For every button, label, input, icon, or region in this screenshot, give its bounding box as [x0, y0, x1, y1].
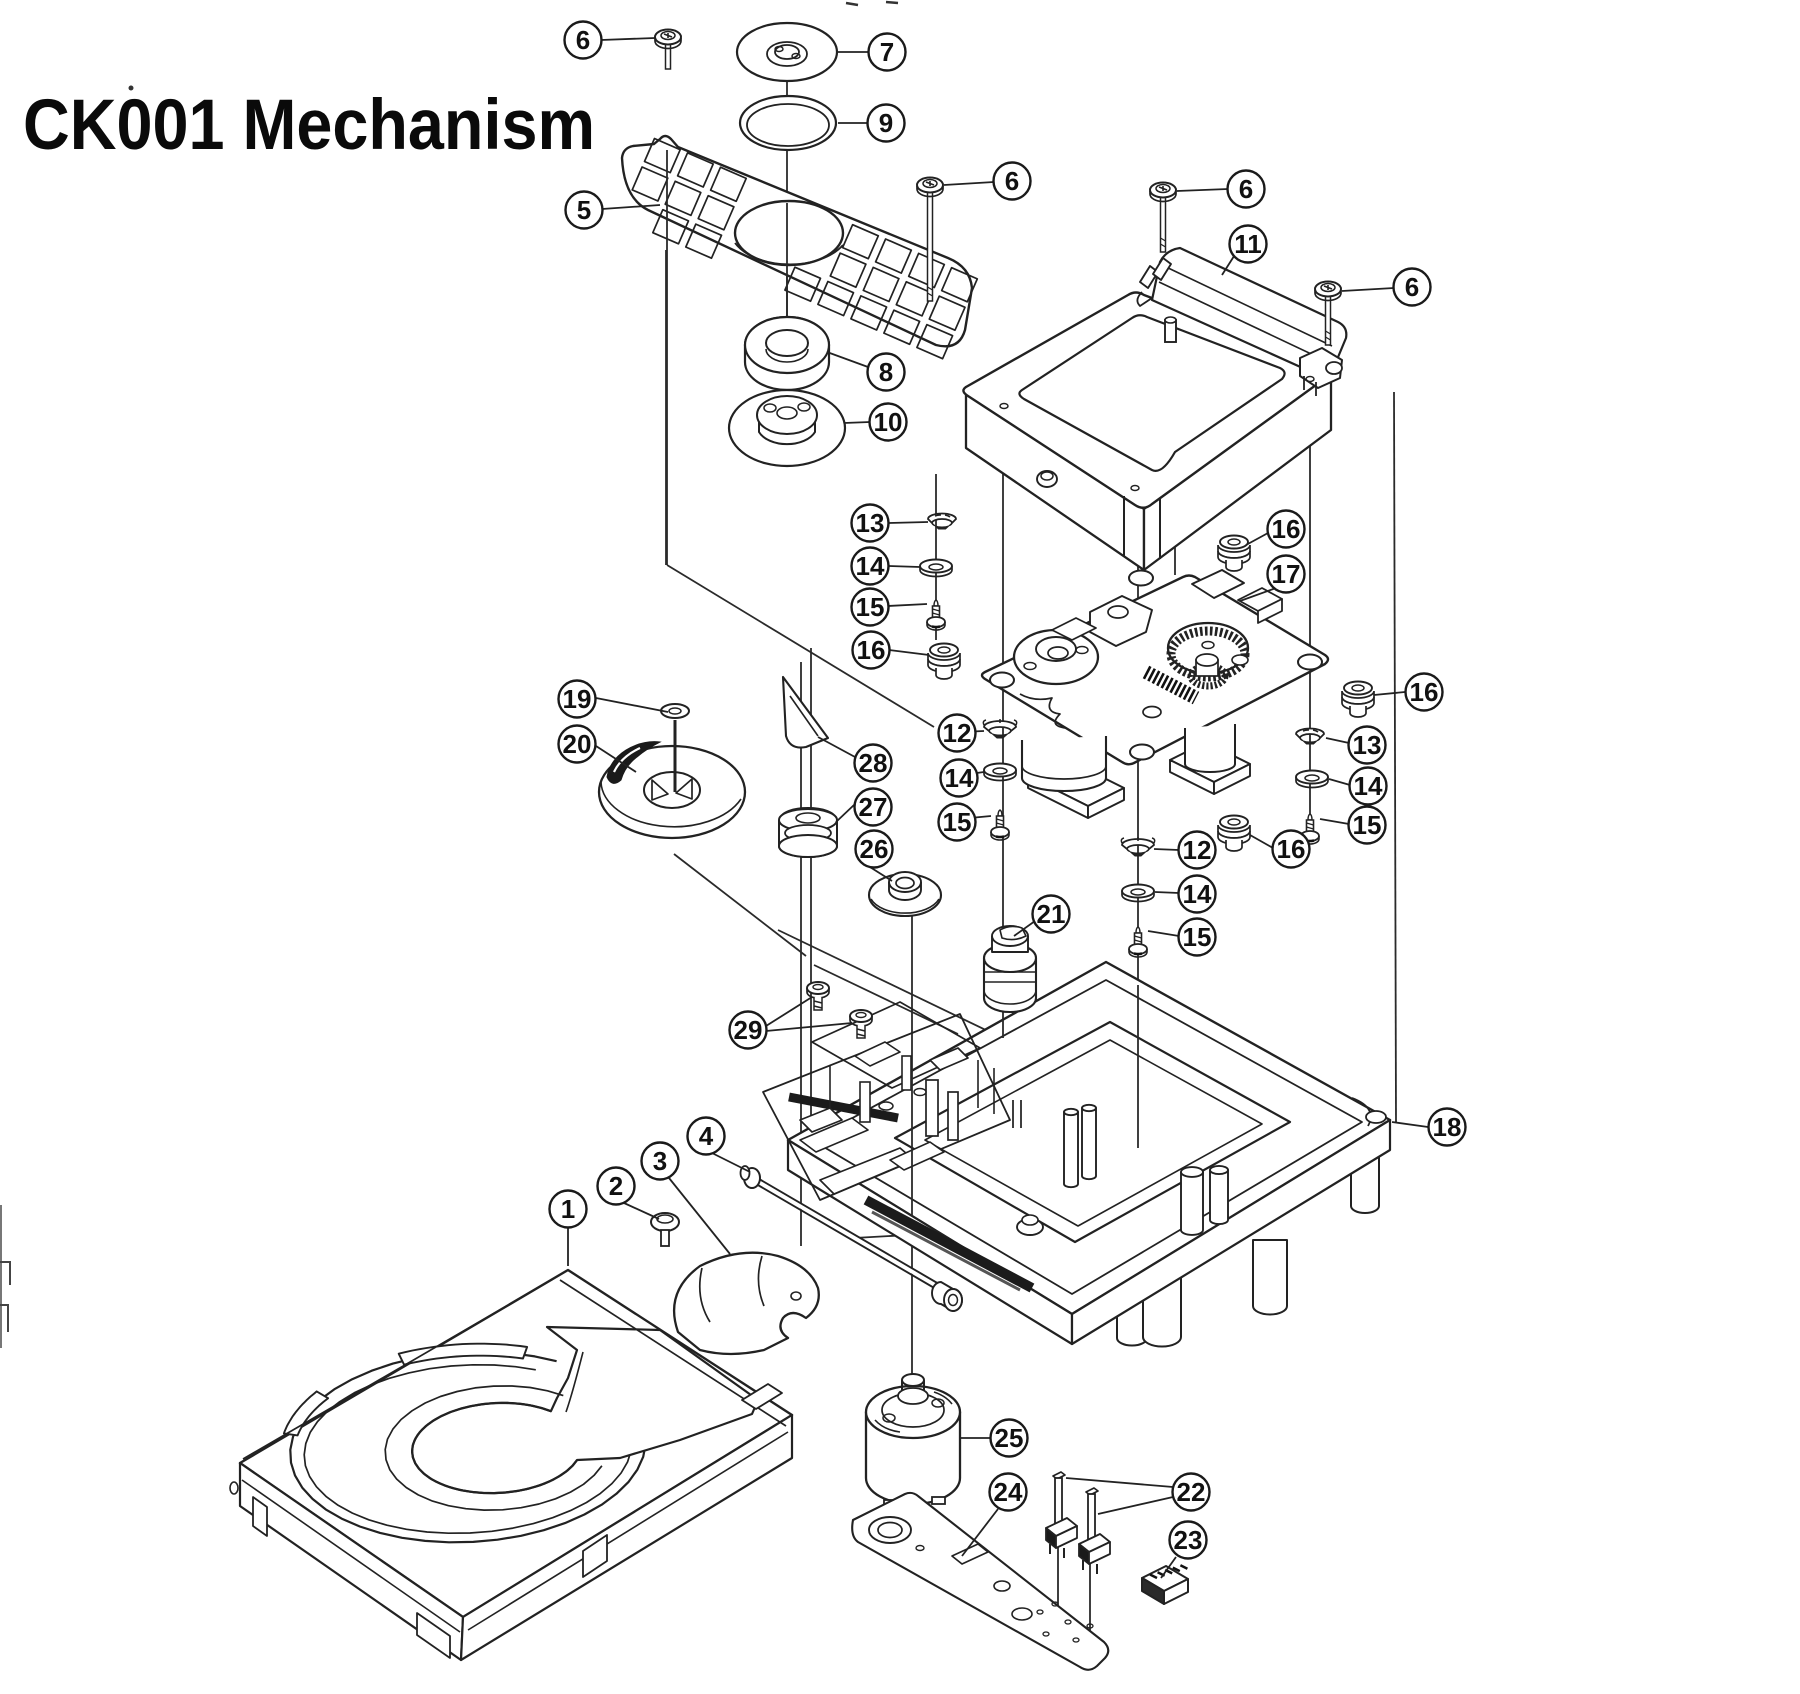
svg-text:17: 17 [1272, 559, 1301, 589]
svg-text:26: 26 [860, 834, 889, 864]
svg-text:10: 10 [874, 407, 903, 437]
svg-text:2: 2 [609, 1171, 623, 1201]
svg-text:14: 14 [1183, 879, 1212, 909]
svg-text:16: 16 [1272, 514, 1301, 544]
svg-text:14: 14 [1354, 771, 1383, 801]
svg-text:5: 5 [577, 195, 591, 225]
svg-text:1: 1 [561, 1194, 575, 1224]
svg-text:6: 6 [1005, 166, 1019, 196]
svg-text:22: 22 [1177, 1477, 1206, 1507]
svg-text:25: 25 [995, 1423, 1024, 1453]
svg-text:9: 9 [879, 108, 893, 138]
svg-text:11: 11 [1234, 229, 1262, 259]
svg-text:15: 15 [1183, 922, 1212, 952]
svg-text:19: 19 [563, 684, 592, 714]
svg-text:7: 7 [880, 37, 894, 67]
svg-text:18: 18 [1433, 1112, 1462, 1142]
svg-text:16: 16 [1277, 834, 1306, 864]
svg-text:14: 14 [856, 551, 885, 581]
svg-text:12: 12 [1183, 835, 1212, 865]
svg-text:12: 12 [943, 718, 972, 748]
svg-text:8: 8 [879, 357, 893, 387]
svg-text:15: 15 [856, 592, 885, 622]
svg-text:24: 24 [994, 1477, 1023, 1507]
svg-text:4: 4 [699, 1121, 714, 1151]
svg-text:15: 15 [943, 807, 972, 837]
svg-text:6: 6 [1405, 272, 1419, 302]
svg-text:20: 20 [563, 729, 592, 759]
svg-text:13: 13 [856, 508, 885, 538]
svg-text:29: 29 [734, 1015, 763, 1045]
svg-text:16: 16 [857, 635, 886, 665]
svg-text:14: 14 [945, 763, 974, 793]
svg-text:28: 28 [859, 748, 888, 778]
svg-text:3: 3 [653, 1146, 667, 1176]
svg-text:13: 13 [1353, 730, 1382, 760]
svg-text:6: 6 [576, 25, 590, 55]
svg-text:23: 23 [1174, 1525, 1203, 1555]
svg-text:21: 21 [1037, 899, 1066, 929]
svg-text:CK001 Mechanism: CK001 Mechanism [23, 86, 595, 165]
svg-text:27: 27 [859, 792, 888, 822]
svg-text:15: 15 [1353, 810, 1382, 840]
svg-text:6: 6 [1239, 174, 1253, 204]
svg-text:16: 16 [1410, 677, 1439, 707]
